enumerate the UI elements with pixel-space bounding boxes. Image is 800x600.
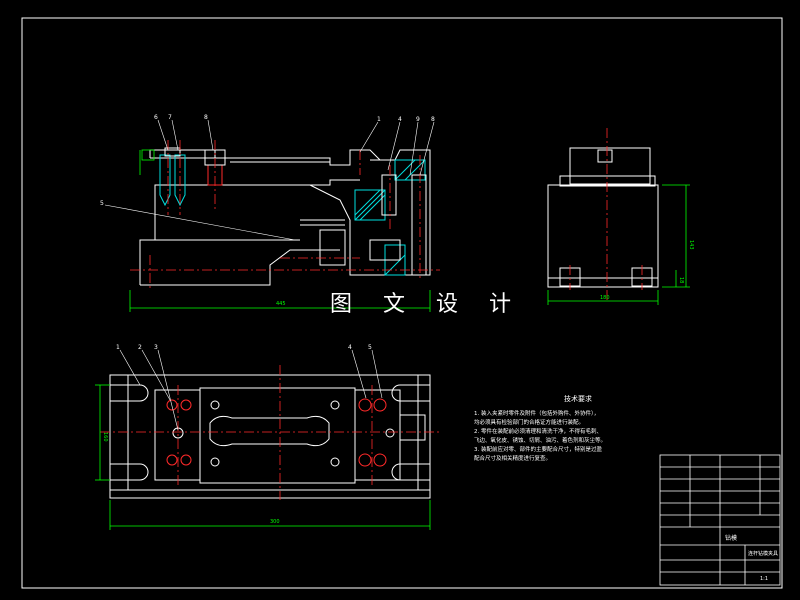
front-dimensions [129,149,431,312]
plan-centerlines [100,365,440,500]
side-small-dim: 18 [678,277,684,283]
plan-height-dim: 160 [102,432,108,442]
requirement-line: 2. 零件在装配前必须清理和清洗干净，不得有毛刺、 [474,429,602,435]
plan-holes [166,398,395,467]
plan-dimensions [95,384,431,530]
front-centerlines [130,140,440,290]
balloon-front-7: 8 [431,116,435,123]
balloon-plan-3: 3 [154,344,158,351]
front-balloon-labels: 6 7 8 1 4 9 8 5 [100,114,435,207]
balloon-plan-1: 1 [116,344,120,351]
technical-requirements-title: 技术要求 [564,395,592,403]
technical-requirements: 技术要求 1. 装入夹紧时零件及附件（包括外购件、外协件）， 均必须具有检验部门… [474,395,662,464]
front-width-dim: 445 [276,301,286,307]
front-leaders [104,119,435,241]
title-block-sheet: 1:1 [760,576,768,582]
balloon-front-8: 5 [100,200,104,207]
requirement-line: 飞边、氧化皮、锈蚀、切屑、油污、着色剂和灰尘等。 [474,438,607,444]
title-block-drawing-name: 钻模 [725,534,737,542]
side-view [547,147,659,288]
drawing-border [21,17,783,589]
requirement-line: 3. 装配前应对零、部件的主要配合尺寸，特别是过盈 [474,447,602,453]
balloon-front-4: 1 [377,116,381,123]
watermark: 图 文 设 计 [330,292,523,317]
balloon-front-1: 6 [154,114,158,121]
requirement-line: 1. 装入夹紧时零件及附件（包括外购件、外协件）， [474,411,600,417]
balloon-front-3: 8 [204,114,208,121]
balloon-front-6: 9 [416,116,420,123]
side-width-dim: 180 [600,295,610,301]
requirement-line: 配合尺寸及相关精度进行复查。 [474,456,552,462]
side-centerlines [569,128,643,300]
balloon-plan-4: 4 [348,344,352,351]
plan-balloon-labels: 1 2 3 4 5 [116,344,372,351]
front-view [139,147,431,286]
requirement-line: 均必须具有检验部门的合格证方能进行装配。 [474,420,585,426]
plan-view [109,374,431,499]
title-block [659,454,781,586]
plan-width-dim: 300 [270,519,280,525]
balloon-front-2: 7 [168,114,172,121]
side-height-dim: 143 [688,240,694,250]
title-block-part-name: 连杆钻模夹具 [748,550,778,557]
balloon-plan-2: 2 [138,344,142,351]
balloon-plan-5: 5 [368,344,372,351]
side-dimensions [547,184,690,305]
plan-leaders [119,349,383,431]
balloon-front-5: 4 [398,116,402,123]
